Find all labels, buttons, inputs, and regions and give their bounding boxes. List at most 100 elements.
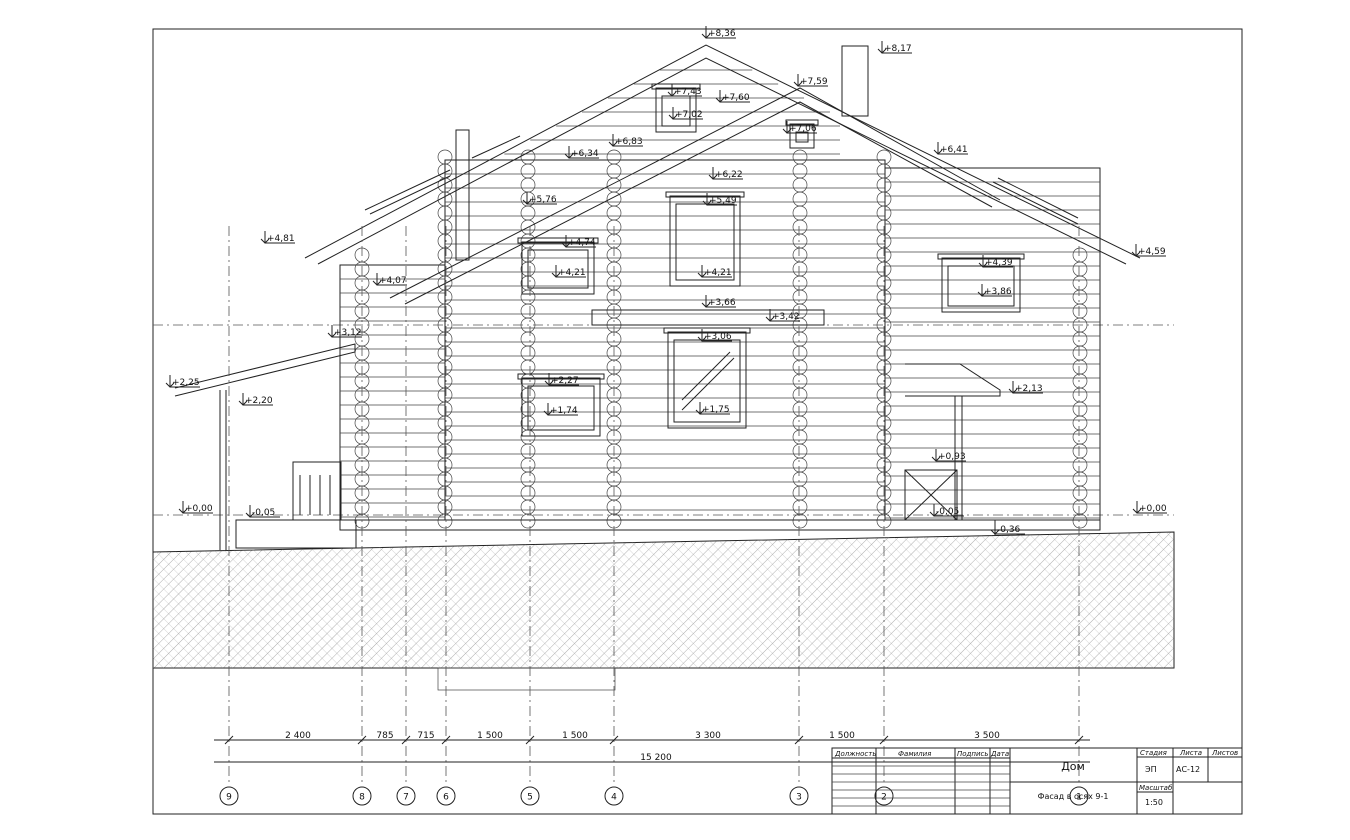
- staircase: [681, 351, 735, 411]
- level-marker: +1,75: [695, 402, 730, 415]
- tb-stage-label: Стадия: [1140, 749, 1167, 757]
- level-label: +4,59: [1138, 247, 1166, 257]
- level-marker: +0,00: [178, 501, 213, 514]
- level-marker: +4,81: [260, 231, 295, 244]
- axis-bubble: [520, 786, 540, 806]
- level-marker: +3,86: [977, 284, 1012, 297]
- dimension-label: 785: [376, 731, 393, 741]
- dimension-label: 1 500: [562, 731, 588, 741]
- level-label: -0,05: [252, 508, 275, 518]
- level-marker: +0,00: [1132, 501, 1167, 514]
- tb-scale-label: Масштаб: [1139, 784, 1173, 792]
- level-marker: +4,74: [561, 235, 596, 248]
- level-marker: +5,76: [522, 192, 557, 205]
- foundation-outline: [437, 667, 616, 691]
- dimension-label: 2 400: [285, 731, 311, 741]
- level-label: +4,21: [558, 268, 586, 278]
- level-marker: -0,05: [245, 505, 280, 518]
- level-label: +6,22: [715, 170, 743, 180]
- level-marker: +6,83: [608, 134, 643, 147]
- level-label: +7,06: [789, 124, 817, 134]
- level-marker: +4,21: [697, 265, 732, 278]
- level-label: +2,25: [172, 378, 200, 388]
- axis-bubble: [396, 786, 416, 806]
- tb-signature-header: Подпись: [957, 750, 989, 758]
- level-marker: +6,34: [564, 146, 599, 159]
- tb-sheet-title: Фасад в осях 9-1: [1038, 792, 1109, 801]
- level-label: +4,81: [267, 234, 295, 244]
- level-marker: +3,66: [701, 295, 736, 308]
- level-label: +6,34: [571, 149, 599, 159]
- level-marker: +2,27: [544, 373, 579, 386]
- level-label: +7,02: [675, 110, 703, 120]
- level-label: +2,27: [551, 376, 579, 386]
- axis-label: 5: [527, 793, 533, 803]
- axis-bubble: [789, 786, 809, 806]
- level-marker: -0,36: [990, 522, 1025, 535]
- level-marker: +2,20: [238, 393, 273, 406]
- level-label: -0,05: [936, 507, 959, 517]
- axis-label: 7: [403, 793, 409, 803]
- level-marker: +5,49: [702, 193, 737, 206]
- level-label: +8,17: [884, 44, 912, 54]
- level-label: +6,83: [615, 137, 643, 147]
- level-label: +2,13: [1015, 384, 1043, 394]
- level-label: +4,74: [568, 238, 596, 248]
- level-label: +7,43: [674, 87, 702, 97]
- dimension-label: 3 300: [695, 731, 721, 741]
- level-marker: +3,06: [697, 329, 732, 342]
- level-label: -0,36: [997, 525, 1021, 535]
- axis-label: 1: [1076, 793, 1082, 803]
- level-marker: +6,41: [933, 142, 968, 155]
- tb-sheet: АС-12: [1176, 765, 1200, 774]
- level-marker: +3,12: [327, 325, 362, 338]
- level-label: +8,36: [708, 29, 736, 39]
- dimension-chain: 2 400 785 715 1 500 1 500 3 300 1 500 3 …: [214, 731, 1090, 763]
- level-label: +5,49: [709, 196, 737, 206]
- level-label: +5,76: [529, 195, 557, 205]
- level-label: +4,07: [379, 276, 407, 286]
- tb-stage: ЭП: [1145, 765, 1157, 774]
- level-marker: +4,07: [372, 273, 407, 286]
- level-label: +4,21: [704, 268, 732, 278]
- level-marker: +1,74: [543, 403, 578, 416]
- level-label: +3,66: [708, 298, 736, 308]
- tb-sheet-label: Листа: [1179, 749, 1202, 757]
- axis-label: 2: [881, 793, 887, 803]
- level-marker: +7,43: [667, 84, 702, 97]
- level-label: +4,39: [985, 258, 1013, 268]
- tb-scale: 1:50: [1145, 798, 1163, 807]
- level-label: +6,41: [940, 145, 968, 155]
- level-marker: +7,02: [668, 107, 703, 120]
- axis-bubble: [874, 786, 894, 806]
- roof: [304, 44, 1141, 305]
- level-marker: +6,22: [708, 167, 743, 180]
- axis-label: 4: [611, 793, 617, 803]
- level-marker: +0,93: [931, 449, 966, 462]
- level-marker: +2,13: [1008, 381, 1043, 394]
- tb-project-name: Дом: [1061, 760, 1085, 773]
- level-label: +7,59: [800, 77, 828, 87]
- axis-bubble: [436, 786, 456, 806]
- tb-surname-header: Фамилия: [898, 750, 931, 758]
- level-label: +2,20: [245, 396, 273, 406]
- level-label: +3,42: [772, 312, 800, 322]
- dimension-label: 1 500: [477, 731, 503, 741]
- axis-label: 3: [796, 793, 802, 803]
- level-marker: +8,36: [701, 26, 736, 39]
- level-marker: +7,59: [793, 74, 828, 87]
- dimension-label: 715: [417, 731, 434, 741]
- axis-bubble: [219, 786, 239, 806]
- porch-left: [174, 343, 357, 550]
- level-markers: +8,36+8,17+7,59+7,43+7,60+7,02+7,06+6,83…: [165, 26, 1167, 535]
- level-label: +1,74: [550, 406, 578, 416]
- sheet-frame: [152, 28, 1243, 815]
- level-marker: +4,39: [978, 255, 1013, 268]
- windows: [517, 83, 1025, 437]
- ground-hatch: [152, 531, 1175, 669]
- level-marker: +8,17: [877, 41, 912, 54]
- title-block: Должность Фамилия Подпись Дата Дом Фасад…: [831, 747, 1243, 815]
- level-marker: +2,25: [165, 375, 200, 388]
- axis-label: 8: [359, 793, 365, 803]
